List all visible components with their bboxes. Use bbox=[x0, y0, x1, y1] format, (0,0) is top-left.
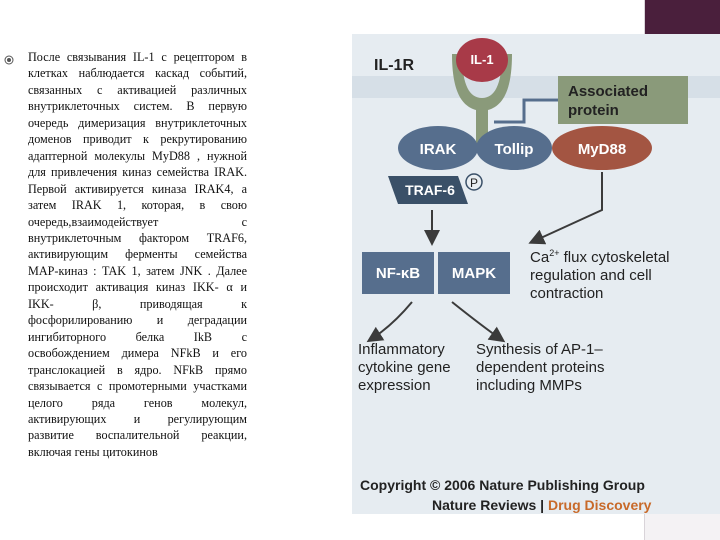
nfkb-label: NF-κB bbox=[376, 265, 420, 282]
synthesis-label-2: dependent proteins bbox=[476, 359, 604, 376]
myd88-label: MyD88 bbox=[578, 141, 626, 158]
arrow-mapk-to-synthesis bbox=[451, 301, 506, 343]
paragraph-text: После связывания IL-1 с рецептором в кле… bbox=[28, 50, 247, 459]
mapk-label: MAPK bbox=[452, 265, 496, 282]
copyright-text: Copyright © 2006 Nature Publishing Group bbox=[360, 477, 645, 493]
slide-accent-block bbox=[645, 0, 720, 34]
traf6-label: TRAF-6 bbox=[405, 182, 455, 198]
bullet-icon bbox=[4, 55, 14, 65]
associated-connector bbox=[494, 98, 558, 124]
associated-protein-box bbox=[558, 76, 688, 124]
phospho-label: P bbox=[470, 176, 478, 190]
arrow-myd88-to-ca bbox=[528, 172, 603, 245]
mapk-node bbox=[438, 252, 510, 294]
phospho-node bbox=[465, 173, 483, 191]
synthesis-label-1: Synthesis of AP-1– bbox=[476, 341, 603, 358]
tollip-node bbox=[476, 126, 552, 170]
slide-paragraph: После связывания IL-1 с рецептором в кле… bbox=[28, 49, 247, 460]
il1-signaling-figure: IL-1 IL-1R Associated protein IRAK Tolli… bbox=[352, 34, 720, 514]
arrow-nfkb-to-inflammatory bbox=[366, 301, 413, 343]
traf6-node bbox=[388, 176, 468, 204]
calcium-label-2: regulation and cell bbox=[530, 267, 652, 284]
inflammatory-label-3: expression bbox=[358, 377, 431, 394]
journal-credit: Nature Reviews | Drug Discovery bbox=[432, 497, 652, 513]
inflammatory-label-2: cytokine gene bbox=[358, 359, 451, 376]
signaling-diagram: IL-1 IL-1R Associated protein IRAK Tolli… bbox=[352, 38, 720, 513]
synthesis-label-3: including MMPs bbox=[476, 377, 582, 394]
inflammatory-label-1: Inflammatory bbox=[358, 341, 445, 358]
associated-protein-label-1: Associated bbox=[568, 83, 648, 100]
il1r-receptor-shape bbox=[452, 54, 512, 144]
il1-label: IL-1 bbox=[470, 52, 493, 67]
irak-node bbox=[398, 126, 478, 170]
myd88-node bbox=[552, 126, 652, 170]
calcium-label-1: Ca2+ flux cytoskeletal bbox=[530, 248, 670, 266]
il1r-label: IL-1R bbox=[374, 57, 414, 74]
tollip-label: Tollip bbox=[495, 141, 534, 158]
nfkb-node bbox=[362, 252, 434, 294]
irak-label: IRAK bbox=[420, 141, 457, 158]
il1-ligand-shape bbox=[456, 38, 508, 82]
associated-protein-label-2: protein bbox=[568, 102, 619, 119]
calcium-label-3: contraction bbox=[530, 285, 603, 302]
